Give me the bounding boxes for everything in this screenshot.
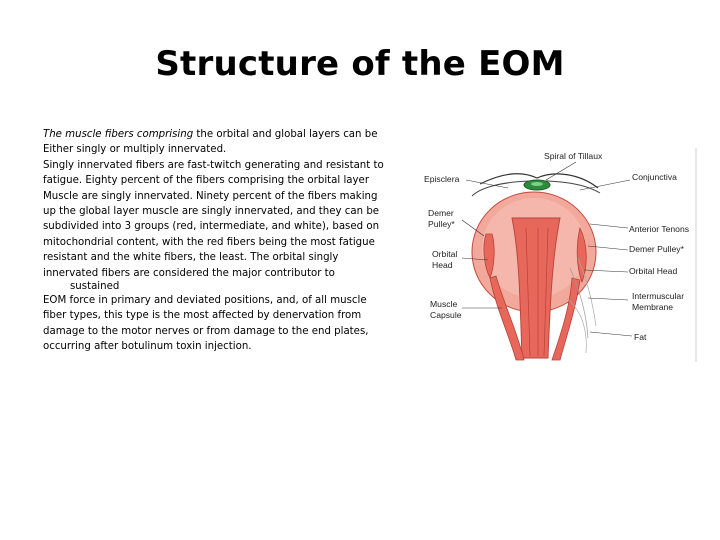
label-demer-pulley-right: Demer Pulley* bbox=[629, 244, 685, 254]
text-line: fiber types, this type is the most affec… bbox=[43, 310, 362, 322]
italic-phrase: The muscle fibers comprising bbox=[43, 129, 194, 140]
label-fat: Fat bbox=[634, 332, 647, 342]
label-muscle-capsule: Muscle bbox=[430, 299, 457, 309]
membrane-line bbox=[565, 297, 587, 354]
right-muscle-shape bbox=[576, 226, 587, 284]
text-line: The muscle fibers comprising the orbital… bbox=[43, 127, 403, 142]
text-line: subdivided into 3 groups (red, intermedi… bbox=[43, 221, 380, 233]
label-episclera: Episclera bbox=[424, 174, 460, 184]
leader-line bbox=[587, 297, 629, 301]
text-line: damage to the motor nerves or from damag… bbox=[43, 325, 369, 337]
text-line: fatigue. Eighty percent of the fibers co… bbox=[43, 175, 370, 187]
text-line: Either singly or multiply innervated. bbox=[43, 144, 227, 156]
label-orbital-head-right: Orbital Head bbox=[629, 266, 677, 276]
text-line-rest: the orbital and global layers can be bbox=[193, 129, 378, 140]
text-line: innervated fibers are considered the maj… bbox=[43, 267, 335, 279]
text-line: mitochondrial content, with the red fibe… bbox=[43, 236, 375, 248]
leader-line bbox=[465, 179, 509, 189]
leader-line bbox=[587, 245, 629, 251]
lower-left-muscle-shape bbox=[489, 275, 525, 361]
label-orbital-head-left: Orbital bbox=[432, 249, 457, 259]
muscle-fiber-line bbox=[543, 227, 549, 357]
label-demer-pulley-left: Demer bbox=[428, 208, 454, 218]
eom-anatomy-illustration: Spiral of Tillaux Episclera Conjunctiva … bbox=[424, 148, 697, 362]
text-line: resistant and the white fibers, the leas… bbox=[43, 252, 339, 264]
label-intermuscular-membrane: Intermuscular bbox=[632, 291, 684, 301]
text-line: Muscle are singly innervated. Ninety per… bbox=[43, 190, 378, 202]
label-anterior-tenons: Anterior Tenons bbox=[629, 224, 689, 234]
membrane-line bbox=[577, 257, 597, 327]
text-line: Singly innervated fibers are fast-twitch… bbox=[43, 159, 384, 171]
leader-line bbox=[589, 331, 633, 337]
label-demer-pulley-left-2: Pulley* bbox=[428, 219, 455, 229]
leader-line bbox=[583, 269, 629, 273]
leader-line bbox=[461, 257, 489, 261]
leader-line bbox=[579, 179, 631, 191]
conjunctiva-line bbox=[479, 173, 599, 189]
text-line: sustained bbox=[70, 281, 120, 293]
eom-anatomy-figure: Spiral of Tillaux Episclera Conjunctiva … bbox=[420, 148, 700, 362]
label-spiral-of-tillaux: Spiral of Tillaux bbox=[544, 151, 603, 161]
text-line: EOM force in primary and deviated positi… bbox=[43, 295, 367, 307]
cornea-highlight bbox=[531, 182, 543, 186]
label-orbital-head-left-2: Head bbox=[432, 260, 453, 270]
label-intermuscular-membrane-2: Membrane bbox=[632, 302, 673, 312]
leader-line bbox=[545, 161, 577, 181]
body-paragraph: The muscle fibers comprising the orbital… bbox=[43, 127, 403, 355]
label-muscle-capsule-2: Capsule bbox=[430, 310, 462, 320]
text-line: occurring after botulinum toxin injectio… bbox=[43, 341, 252, 353]
central-muscle-shape bbox=[511, 217, 561, 359]
slide-title: Structure of the EOM bbox=[155, 44, 565, 84]
label-conjunctiva: Conjunctiva bbox=[632, 172, 677, 182]
lower-right-muscle-shape bbox=[551, 277, 581, 361]
leader-line bbox=[589, 223, 629, 229]
membrane-line bbox=[569, 267, 589, 339]
leader-line bbox=[461, 219, 485, 237]
text-line: up the global layer muscle are singly in… bbox=[43, 206, 380, 218]
muscle-fiber-line bbox=[525, 227, 531, 357]
